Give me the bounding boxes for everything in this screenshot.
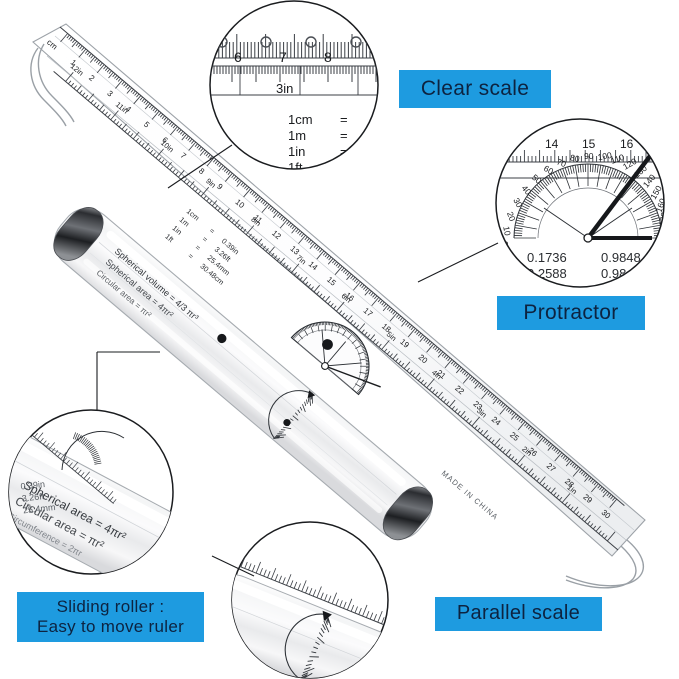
svg-text:110: 110 <box>609 152 625 166</box>
svg-text:0.9848: 0.9848 <box>601 250 641 265</box>
svg-text:9: 9 <box>215 182 225 192</box>
svg-text:14: 14 <box>545 137 559 151</box>
callout-clear-scale-line1: Clear scale <box>420 76 530 100</box>
callout-protractor: Protractor <box>497 296 645 330</box>
svg-text:=: = <box>340 144 348 159</box>
svg-text:6: 6 <box>234 49 242 65</box>
svg-text:2: 2 <box>87 73 97 83</box>
svg-text:3in: 3in <box>276 81 293 96</box>
svg-text:=: = <box>208 226 217 236</box>
svg-text:60: 60 <box>542 163 555 177</box>
detail-circle-clear-scale: 6 7 8 3in 1cm = 1m = 1in = <box>167 0 379 189</box>
svg-text:0.1736: 0.1736 <box>527 250 567 265</box>
svg-text:5: 5 <box>142 120 152 130</box>
svg-text:3.26ft: 3.26ft <box>21 491 45 503</box>
callout-parallel-scale-line1: Parallel scale <box>456 602 581 625</box>
svg-text:=: = <box>186 251 195 261</box>
svg-text:3: 3 <box>105 89 115 99</box>
svg-text:=: = <box>340 112 348 127</box>
detail-circle-parallel-scale <box>211 521 389 679</box>
ruler-handles <box>30 43 645 589</box>
svg-text:15: 15 <box>582 137 596 151</box>
origin-marking: MADE IN CHINA <box>440 469 500 522</box>
callout-parallel-scale: Parallel scale <box>435 597 602 631</box>
svg-text:7: 7 <box>279 49 287 65</box>
svg-text:=: = <box>200 234 209 244</box>
svg-text:1m: 1m <box>288 128 306 143</box>
svg-text:1: 1 <box>69 58 79 68</box>
callout-protractor-line1: Protractor <box>523 300 619 324</box>
svg-text:0.98: 0.98 <box>601 266 626 281</box>
svg-text:16: 16 <box>620 137 634 151</box>
svg-text:8: 8 <box>324 49 332 65</box>
svg-text:90: 90 <box>584 151 594 161</box>
svg-text:4: 4 <box>124 104 134 114</box>
svg-text:0.39in: 0.39in <box>20 479 45 492</box>
svg-text:160: 160 <box>654 197 668 214</box>
callout-sliding-roller-line2: Easy to move ruler <box>36 617 185 636</box>
svg-text:100: 100 <box>597 150 613 162</box>
svg-text:0.3420: 0.3420 <box>527 282 567 297</box>
svg-text:8: 8 <box>197 166 207 176</box>
ruler-plate <box>32 23 646 557</box>
svg-text:1in: 1in <box>288 144 305 159</box>
svg-text:7: 7 <box>179 151 189 161</box>
svg-text:10: 10 <box>501 225 513 236</box>
plate-protractor <box>290 321 381 396</box>
svg-text:=: = <box>193 243 202 253</box>
detail-circle-protractor: 14 15 16 0102030405060708090100110120130… <box>417 118 669 297</box>
svg-text:170: 170 <box>657 211 669 227</box>
svg-text:1ft: 1ft <box>163 232 175 244</box>
svg-text:1cm: 1cm <box>288 112 313 127</box>
callout-clear-scale: Clear scale <box>399 70 551 108</box>
svg-text:70: 70 <box>555 156 568 169</box>
svg-text:25.4mm: 25.4mm <box>22 502 55 515</box>
svg-text:30: 30 <box>511 196 525 209</box>
detail-circle-sliding-roller: Spherical area = 4πr² Circular area = πr… <box>8 351 174 575</box>
svg-text:20: 20 <box>505 210 518 223</box>
ruler-cm-scale: 1234567891011121314151617181920212223242… <box>45 26 625 521</box>
callout-sliding-roller: Sliding roller : Easy to move ruler <box>17 592 204 642</box>
svg-text:180: 180 <box>658 227 668 241</box>
svg-text:6: 6 <box>160 135 170 145</box>
svg-text:=: = <box>340 128 348 143</box>
svg-text:80: 80 <box>569 152 580 164</box>
callout-sliding-roller-line1: Sliding roller : <box>56 596 165 616</box>
sliding-roller: Spherical volume = 4/3 πr³ Spherical are… <box>53 207 433 541</box>
svg-text:1ft: 1ft <box>288 160 303 175</box>
